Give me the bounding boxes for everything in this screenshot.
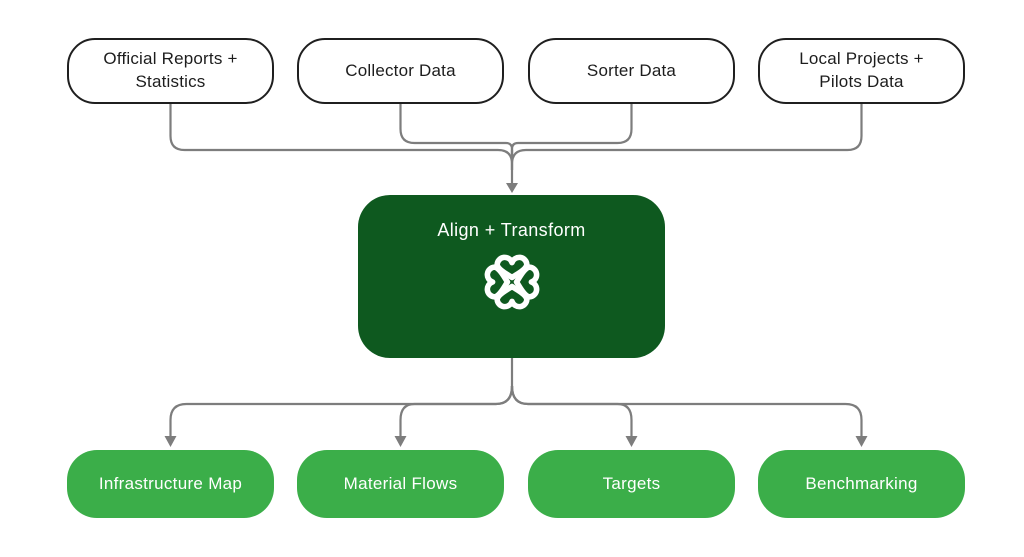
connector-source-2 [399, 104, 514, 155]
process-node-align-transform: Align + Transform [358, 195, 665, 358]
output-node-targets: Targets [528, 450, 735, 518]
connector-source-4 [510, 104, 863, 170]
output-node-material-flows: Material Flows [297, 450, 504, 518]
output-node-label: Benchmarking [805, 474, 918, 493]
source-node-collector-data: Collector Data [297, 38, 504, 104]
output-node-label: Infrastructure Map [98, 474, 243, 493]
source-node-label: Local Projects + Pilots Data [799, 49, 924, 91]
connector-output-4 [510, 385, 863, 437]
source-node-label: Official Reports + Statistics [103, 49, 238, 91]
clover-icon [481, 251, 543, 313]
output-node-label: Targets [602, 474, 661, 493]
arrowhead-output-1 [164, 436, 177, 447]
source-node-official-reports: Official Reports + Statistics [67, 38, 274, 104]
arrowhead-output-2 [394, 436, 407, 447]
arrowhead-process [506, 183, 518, 193]
arrowhead-output-3 [625, 436, 638, 447]
process-node-label: Align + Transform [437, 220, 586, 240]
connector-output-3 [510, 385, 633, 437]
connector-source-1 [169, 104, 514, 170]
arrowhead-output-4 [855, 436, 868, 447]
connector-output-1 [169, 385, 514, 437]
connector-output-2 [399, 385, 514, 437]
source-node-label: Sorter Data [586, 60, 677, 80]
source-node-label: Collector Data [345, 60, 456, 80]
output-node-benchmarking: Benchmarking [758, 450, 965, 518]
source-node-sorter-data: Sorter Data [528, 38, 735, 104]
output-node-label: Material Flows [343, 474, 458, 493]
output-node-infrastructure-map: Infrastructure Map [67, 450, 274, 518]
connector-source-3 [510, 104, 633, 155]
source-node-local-projects: Local Projects + Pilots Data [758, 38, 965, 104]
